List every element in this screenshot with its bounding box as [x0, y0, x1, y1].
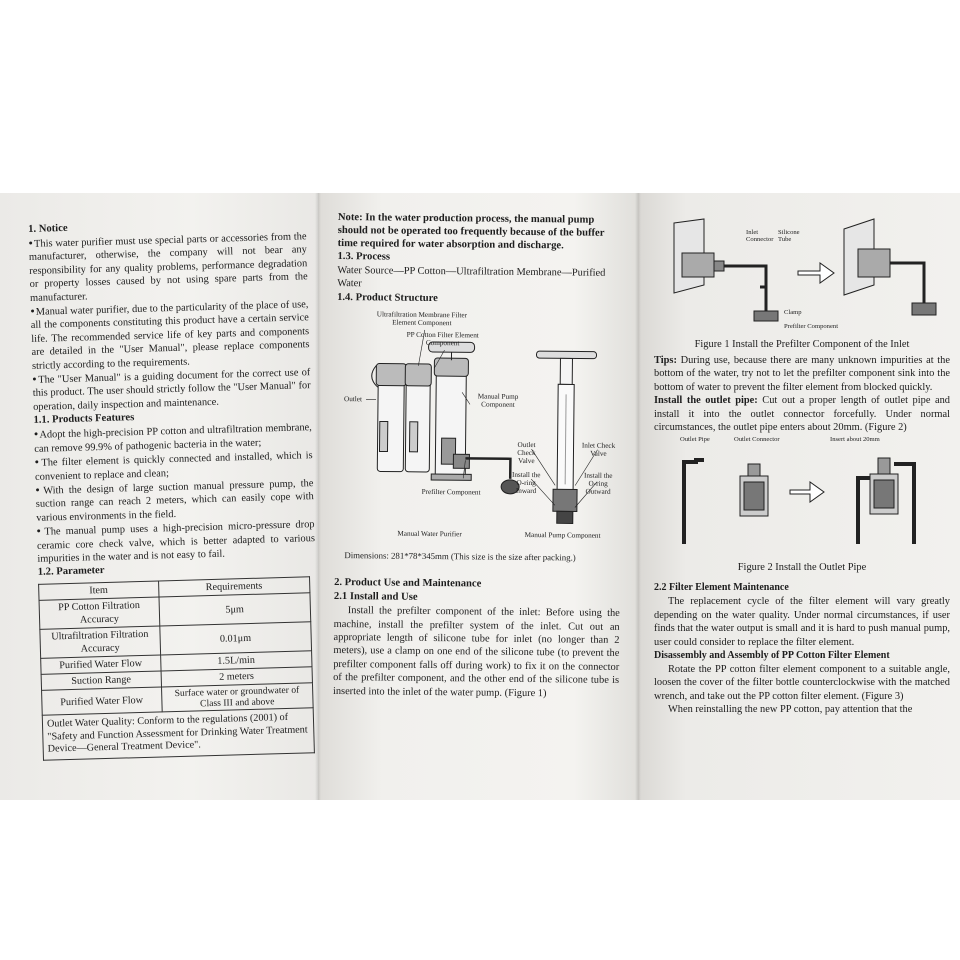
tips-label: Tips:: [654, 355, 677, 366]
notice-bullet: This water purifier must use special par…: [28, 229, 308, 305]
outlet-pipe-illustration: [682, 457, 916, 545]
filter-maintenance-heading: 2.2 Filter Element Maintenance: [654, 582, 789, 594]
label-outlet-connector: Outlet Connector: [734, 436, 780, 444]
table-cell: 0.01μm: [159, 622, 312, 656]
figure-1: Inlet Connector Silicone Tube Clamp Pref…: [654, 215, 950, 335]
figure-1-caption: Figure 1 Install the Prefilter Component…: [694, 339, 910, 350]
table-cell: 5μm: [158, 593, 311, 627]
label-prefilter: Prefilter Component: [421, 487, 481, 497]
label-pp-component: PP Cotton Filter Element Component: [406, 330, 479, 348]
label-outlet-pipe: Outlet Pipe: [680, 436, 710, 444]
fold-line: [315, 193, 321, 800]
left-panel: 1. Notice This water purifier must use s…: [0, 193, 318, 800]
middle-panel: Note: In the water production process, t…: [318, 193, 638, 800]
label-insert-20mm: Insert about 20mm: [830, 436, 880, 444]
label-silicone-tube: Silicone Tube: [778, 229, 800, 243]
label-uf-component: Ultrafiltration Membrane Filter Element …: [376, 310, 468, 328]
purifier-illustration: [366, 329, 598, 524]
prefilter-install-illustration: [673, 218, 937, 322]
caption-manual-pump-component: Manual Pump Component: [524, 530, 601, 540]
fold-line: [635, 193, 641, 800]
tips-text: During use, because there are many unkno…: [654, 355, 950, 393]
outlet-text: Cut out a proper length of outlet pipe a…: [654, 395, 950, 434]
process-text: Water Source—PP Cotton—Ultrafiltration M…: [337, 264, 606, 290]
install-prefilter-text: Install the prefilter component of the i…: [332, 605, 620, 699]
label-manual-pump: Manual Pump Component: [477, 392, 519, 409]
right-panel: Inlet Connector Silicone Tube Clamp Pref…: [638, 193, 960, 800]
label-clamp: Clamp: [784, 309, 802, 316]
label-prefilter-component: Prefilter Component: [784, 323, 839, 330]
label-inlet-check-valve: Inlet Check Valve: [581, 441, 616, 458]
disassembly-heading: Disassembly and Assembly of PP Cotton Fi…: [654, 650, 890, 662]
figure-2-caption: Figure 2 Install the Outlet Pipe: [737, 562, 867, 574]
figure-2: Outlet Pipe Outlet Connector Insert abou…: [654, 434, 950, 560]
label-outlet: Outlet: [344, 394, 363, 404]
structure-heading: 1.4. Product Structure: [337, 291, 438, 304]
label-inlet-connector: Inlet Connector: [746, 229, 774, 243]
reinstall-text: When reinstalling the new PP cotton, pay…: [668, 704, 913, 716]
label-outlet-check-valve: Outlet Check Valve: [517, 440, 536, 465]
table-footer-cell: Outlet Water Quality: Conform to the reg…: [42, 708, 315, 761]
parameter-table: Item Requirements PP Cotton Filtration A…: [38, 577, 315, 761]
outlet-paragraph: Install the outlet pipe: Cut out a prope…: [654, 394, 950, 434]
outlet-label: Install the outlet pipe:: [654, 395, 758, 407]
filter-maintenance-text: The replacement cycle of the filter elem…: [654, 596, 950, 648]
label-oring-inward: Install the O-ring Inward: [511, 470, 541, 495]
dimensions-text: Dimensions: 281*78*345mm (This size is t…: [344, 549, 576, 563]
table-footer-row: Outlet Water Quality: Conform to the reg…: [42, 708, 315, 761]
table-cell: PP Cotton Filtration Accuracy: [39, 597, 160, 630]
notice-bullet: Manual water purifier, due to the partic…: [30, 297, 310, 373]
table-cell: Purified Water Flow: [41, 687, 162, 716]
table-cell: Ultrafiltration Filtration Accuracy: [39, 626, 161, 659]
caption-manual-water-purifier: Manual Water Purifier: [397, 529, 462, 539]
note-text: Note: In the water production process, t…: [337, 211, 605, 252]
tips-paragraph: Tips: During use, because there are many…: [654, 354, 950, 394]
label-oring-outward: Install the O-ring Outward: [583, 471, 613, 496]
product-structure-diagram: Ultrafiltration Membrane Filter Element …: [335, 307, 623, 548]
disassembly-text: Rotate the PP cotton filter element comp…: [654, 664, 950, 702]
